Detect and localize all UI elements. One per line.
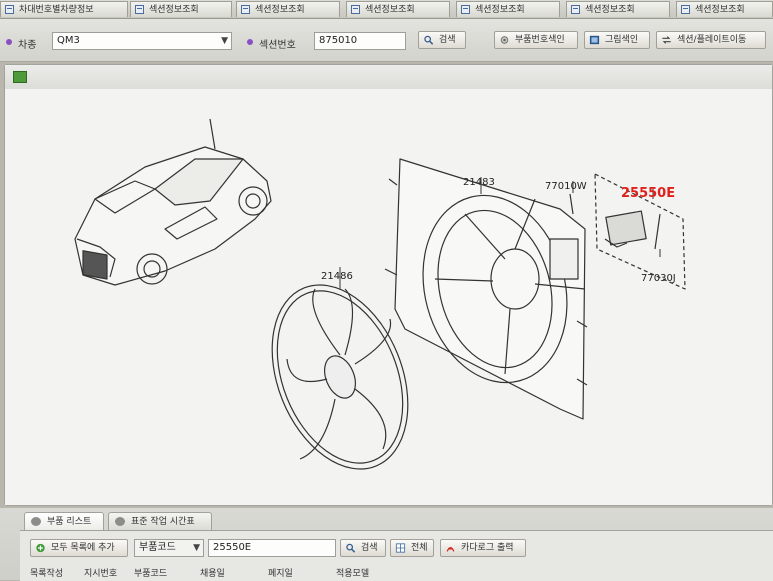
parts-drawing[interactable]: 21486 21483 77010W 25550E 77030J bbox=[5, 89, 772, 505]
vehicle-label: 차종 bbox=[18, 40, 37, 51]
tab-section-4[interactable]: 섹션정보조회 bbox=[456, 1, 560, 17]
document-icon bbox=[351, 5, 360, 14]
document-icon bbox=[571, 5, 580, 14]
callout-77030j[interactable]: 77030J bbox=[641, 273, 676, 284]
gear-icon bbox=[500, 36, 509, 44]
move-arrows-icon bbox=[662, 36, 671, 44]
bullet-icon bbox=[247, 39, 253, 45]
callout-77010w[interactable]: 77010W bbox=[545, 181, 587, 192]
callout-25550e-highlighted[interactable]: 25550E bbox=[621, 186, 675, 201]
cooling-fan-illustration bbox=[271, 284, 409, 470]
picture-icon bbox=[589, 35, 600, 45]
tab-parts-list[interactable]: 부품 리스트 bbox=[24, 512, 104, 530]
search-icon bbox=[346, 543, 356, 553]
drawing-panel-header bbox=[5, 65, 772, 90]
vehicle-select[interactable]: QM3 ▼ bbox=[52, 32, 232, 50]
part-code-input[interactable]: 25550E bbox=[208, 539, 336, 557]
callout-21486[interactable]: 21486 bbox=[321, 271, 353, 282]
section-number-input[interactable]: 875010 bbox=[314, 32, 406, 50]
column-header-discontinue-date[interactable]: 폐지일 bbox=[268, 569, 293, 579]
tab-section-1[interactable]: 섹션정보조회 bbox=[130, 1, 232, 17]
code-type-select[interactable]: 부품코드 ▼ bbox=[134, 539, 204, 557]
document-icon bbox=[135, 5, 144, 14]
search-button[interactable]: 검색 bbox=[418, 31, 466, 49]
column-header-instruction-no[interactable]: 지시번호 bbox=[84, 569, 118, 579]
add-all-to-list-button[interactable]: 모두 목록에 추가 bbox=[30, 539, 128, 557]
picture-icon[interactable] bbox=[13, 71, 27, 83]
column-header-applicable-model[interactable]: 적용모델 bbox=[336, 569, 370, 579]
tab-section-2[interactable]: 섹션정보조회 bbox=[236, 1, 340, 17]
tab-section-3[interactable]: 섹션정보조회 bbox=[346, 1, 450, 17]
show-all-button[interactable]: 전체 bbox=[390, 539, 434, 557]
document-icon bbox=[5, 5, 14, 14]
section-number-label: 섹션번호 bbox=[259, 40, 296, 51]
pdf-icon bbox=[446, 546, 455, 552]
add-icon bbox=[36, 543, 45, 553]
tab-section-5[interactable]: 섹션정보조회 bbox=[566, 1, 670, 17]
column-header-adopt-date[interactable]: 채용일 bbox=[200, 569, 225, 579]
picture-index-button[interactable]: 그림색인 bbox=[584, 31, 650, 49]
fan-shroud-illustration bbox=[384, 158, 588, 420]
tab-vehicle-info[interactable]: 차대번호별차량정보 bbox=[0, 1, 128, 17]
document-icon bbox=[681, 5, 690, 14]
vehicle-illustration bbox=[74, 118, 272, 286]
box-icon bbox=[31, 517, 41, 526]
column-header-part-code[interactable]: 부품코드 bbox=[134, 569, 168, 579]
parts-list-panel: 부품 리스트 표준 작업 시간표 모두 목록에 추가 부품코드 ▼ 25550E… bbox=[0, 508, 773, 581]
part-number-index-button[interactable]: 부품번호색인 bbox=[494, 31, 578, 49]
bullet-icon bbox=[6, 39, 12, 45]
tab-section-6[interactable]: 섹션정보조회 bbox=[676, 1, 773, 17]
fan-resistor-illustration bbox=[569, 173, 686, 290]
parts-search-button[interactable]: 검색 bbox=[340, 539, 386, 557]
search-icon bbox=[424, 35, 434, 45]
document-icon bbox=[241, 5, 250, 14]
drawing-panel: 21486 21483 77010W 25550E 77030J bbox=[4, 64, 773, 506]
section-plate-move-button[interactable]: 섹션/플레이트이동 bbox=[656, 31, 766, 49]
callout-21483[interactable]: 21483 bbox=[463, 177, 495, 188]
chevron-down-icon: ▼ bbox=[221, 36, 228, 46]
exploded-view-illustration: 21486 21483 77010W 25550E 77030J bbox=[74, 118, 686, 470]
chevron-down-icon: ▼ bbox=[193, 543, 200, 553]
column-header-list[interactable]: 목록작성 bbox=[30, 569, 64, 579]
window-tab-bar: 차대번호별차량정보 섹션정보조회 섹션정보조회 섹션정보조회 섹션정보조회 섹션… bbox=[0, 0, 773, 19]
search-toolbar: 차종 QM3 ▼ 섹션번호 875010 검색 부품번호색인 그림색인 섹션/플… bbox=[0, 19, 773, 62]
document-icon bbox=[461, 5, 470, 14]
clock-icon bbox=[115, 517, 125, 526]
grid-icon bbox=[395, 543, 406, 553]
catalog-print-button[interactable]: 카다로그 출력 bbox=[440, 539, 526, 557]
tab-labor-time[interactable]: 표준 작업 시간표 bbox=[108, 512, 212, 530]
